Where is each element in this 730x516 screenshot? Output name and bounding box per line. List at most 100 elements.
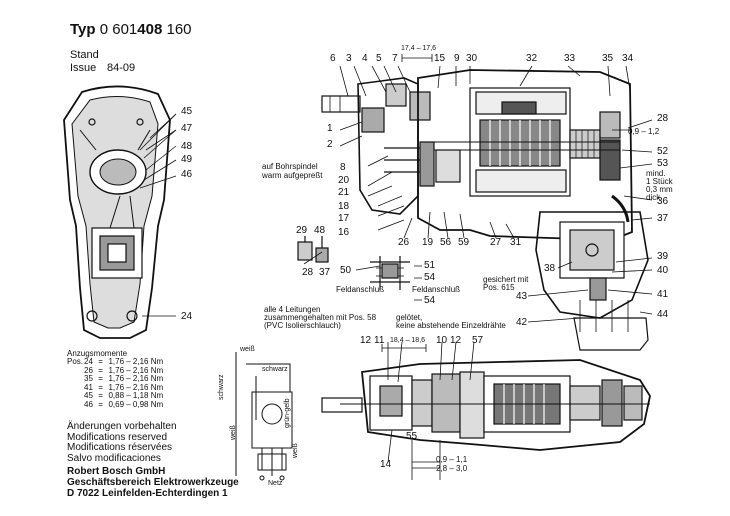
torque-row: 35 = 1,76 – 2,16 Nm	[84, 374, 164, 384]
drill-side-section	[321, 69, 649, 351]
callout-37-small: 37	[319, 267, 331, 278]
note-mind-2: 1 Stück	[646, 177, 673, 186]
callout-16: 16	[338, 227, 350, 238]
wiring-diagram	[235, 352, 293, 481]
torque-row: 46 = 0,69 – 0,98 Nm	[84, 399, 164, 409]
callout-28-top: 28	[657, 113, 669, 124]
torque-row: 41 = 1,76 – 2,16 Nm	[84, 382, 164, 392]
note-leitungen-2: zusammengehalten mit Pos. 58	[264, 313, 377, 322]
callout-12-left: 12	[360, 335, 372, 346]
wire-schwarz-top: schwarz	[262, 366, 288, 373]
callout-5: 5	[376, 53, 382, 64]
company-line: Geschäftsbereich Elektrowerkzeuge	[67, 477, 239, 488]
drill-top-view	[321, 359, 651, 451]
callout-29: 29	[296, 225, 308, 236]
modifications-line: Salvo modificaciones	[67, 452, 161, 464]
issue-label: Issue	[70, 62, 97, 74]
torque-pos-label: Pos.	[67, 357, 84, 366]
note-bohrspindel-2: warm aufgepreßt	[262, 171, 323, 180]
note-bohrspindel-1: auf Bohrspindel	[262, 162, 318, 171]
callout-27: 27	[490, 237, 502, 248]
callout-38: 38	[544, 263, 556, 274]
note-mind-4: dick	[646, 193, 661, 202]
callout-8: 8	[340, 162, 346, 173]
wire-weiss-side: weiß	[230, 425, 237, 440]
callout-33: 33	[564, 53, 576, 64]
note-leitungen-3: (PVC Isolierschlauch)	[264, 321, 341, 330]
torque-table: 24 = 1,76 – 2,16 Nm 26 = 1,76 – 2,16 Nm …	[84, 357, 164, 410]
callout-43: 43	[516, 291, 528, 302]
dimension-brush-gap: 0,9 – 1,2	[628, 127, 660, 136]
stand-label: Stand	[70, 49, 99, 61]
callout-34: 34	[622, 53, 634, 64]
callout-53: 53	[657, 158, 669, 169]
type-number-prefix: 0 601	[99, 21, 138, 38]
callout-48-small: 48	[314, 225, 326, 236]
callout-4: 4	[362, 53, 368, 64]
callout-55: 55	[406, 431, 418, 442]
dimension-gap-1: 0,9 – 1,1	[436, 455, 468, 464]
wire-netz: Netz	[268, 480, 283, 487]
note-leitungen-1: alle 4 Leitungen	[264, 305, 321, 314]
callout-32: 32	[526, 53, 538, 64]
callout-26: 26	[398, 237, 410, 248]
dimension-gap-2: 2,8 – 3,0	[436, 464, 468, 473]
callout-36: 36	[657, 196, 669, 207]
callout-10: 10	[436, 335, 448, 346]
callout-49: 49	[181, 154, 193, 165]
callout-28-small: 28	[302, 267, 314, 278]
dimension-top: 17,4 – 17,6	[401, 45, 437, 52]
callout-1: 1	[327, 123, 333, 134]
callout-54-bottom: 54	[424, 295, 436, 306]
wire-weiss-bottom: weiß	[292, 443, 299, 458]
note-gesichert-2: Pos. 615	[483, 283, 515, 292]
dimension-bottom: 18,4 – 18,6	[390, 337, 426, 344]
torque-row: 45 = 0,88 – 1,18 Nm	[84, 391, 164, 401]
callout-17: 17	[338, 213, 350, 224]
callout-45: 45	[181, 106, 193, 117]
typ-label: Typ	[70, 21, 96, 38]
callout-47: 47	[181, 123, 193, 134]
callout-42: 42	[516, 317, 528, 328]
callout-46: 46	[181, 169, 193, 180]
callout-57: 57	[472, 335, 484, 346]
wire-schwarz-side: schwarz	[218, 374, 225, 400]
handle-rear-view	[63, 85, 177, 339]
callout-3: 3	[346, 53, 352, 64]
leader-lines	[145, 54, 653, 480]
callout-44: 44	[657, 309, 669, 320]
callout-59: 59	[458, 237, 470, 248]
note-gesichert-1: gesichert mit	[483, 275, 529, 284]
torque-row: 24 = 1,76 – 2,16 Nm	[84, 357, 164, 366]
note-mind-1: mind.	[646, 169, 666, 178]
callout-2: 2	[327, 139, 333, 150]
callout-24: 24	[181, 311, 193, 322]
callout-40: 40	[657, 265, 669, 276]
callout-12-right: 12	[450, 335, 462, 346]
callout-41: 41	[657, 289, 669, 300]
callout-51: 51	[424, 260, 436, 271]
callout-19: 19	[422, 237, 434, 248]
feldanschluss-right: Feldanschluß	[412, 285, 461, 294]
feldanschluss-left: Feldanschluß	[336, 285, 385, 294]
type-heading: Typ 0 601408 160	[70, 22, 192, 37]
callout-9: 9	[454, 53, 460, 64]
note-geloetet-1: gelötet,	[396, 313, 423, 322]
callout-56: 56	[440, 237, 452, 248]
modifications-block: Änderungen vorbehalten Modifications res…	[67, 421, 177, 464]
company-block: Robert Bosch GmbH Geschäftsbereich Elekt…	[67, 466, 239, 499]
callout-52: 52	[657, 146, 669, 157]
small-parts	[297, 236, 410, 290]
note-geloetet-2: keine abstehende Einzeldrähte	[396, 321, 506, 330]
callout-31: 31	[510, 237, 522, 248]
modifications-line: Modifications reserved	[67, 431, 168, 443]
callout-15: 15	[434, 53, 446, 64]
modifications-line: Modifications réservées	[67, 442, 173, 454]
callout-21: 21	[338, 187, 350, 198]
wire-gruen-gelb: grün-gelb	[284, 398, 291, 428]
torque-heading: Anzugsmomente	[67, 349, 128, 358]
callout-18: 18	[338, 201, 350, 212]
torque-row: 26 = 1,76 – 2,16 Nm	[84, 365, 164, 375]
